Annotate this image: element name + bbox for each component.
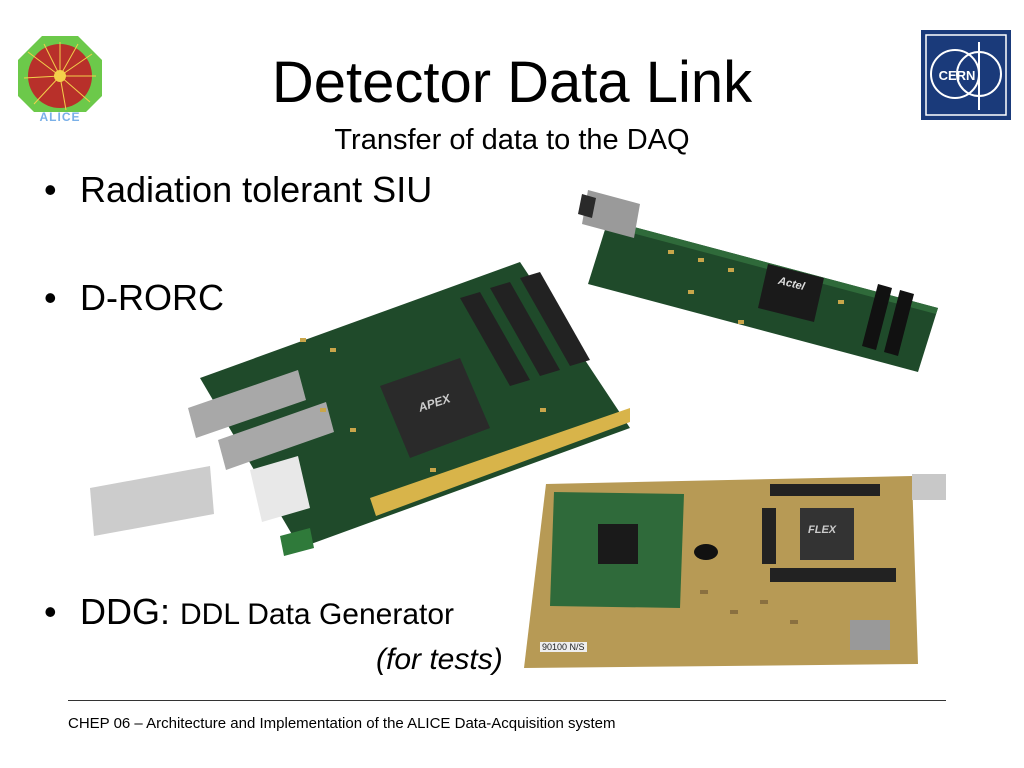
d-rorc-board-photo: APEX [70,258,630,576]
bullet-ddg: • DDG: DDL Data Generator [44,590,454,637]
slide-title: Detector Data Link [271,50,753,115]
bullet-marker: • [44,591,57,632]
bullet-siu: • Radiation tolerant SIU [44,168,432,212]
for-tests-note: (for tests) [376,643,503,676]
siu-board-photo: Actel [578,180,958,380]
footer-divider [68,700,946,701]
cern-logo-label: CERN [938,68,976,83]
slide-subtitle: Transfer of data to the DAQ [334,124,690,156]
bullet-text: DDG: [80,591,170,632]
alice-logo-label: ALICE [39,110,81,124]
bullet-marker: • [44,169,57,210]
ddg-board-photo: FLEX 90100 N/S [520,470,956,670]
bullet-detail: DDL Data Generator [180,598,455,631]
bullet-text: Radiation tolerant SIU [80,169,433,210]
bullet-marker: • [44,277,57,318]
alice-logo: ALICE [14,32,106,124]
bullet-text: D-RORC [80,277,224,318]
footer-text: CHEP 06 – Architecture and Implementatio… [68,715,616,732]
cern-logo: CERN [921,30,1011,120]
bullet-d-rorc: • D-RORC [44,276,224,320]
ddg-board-tag: 90100 N/S [540,642,587,652]
ddg-chip-label: FLEX [808,524,837,536]
